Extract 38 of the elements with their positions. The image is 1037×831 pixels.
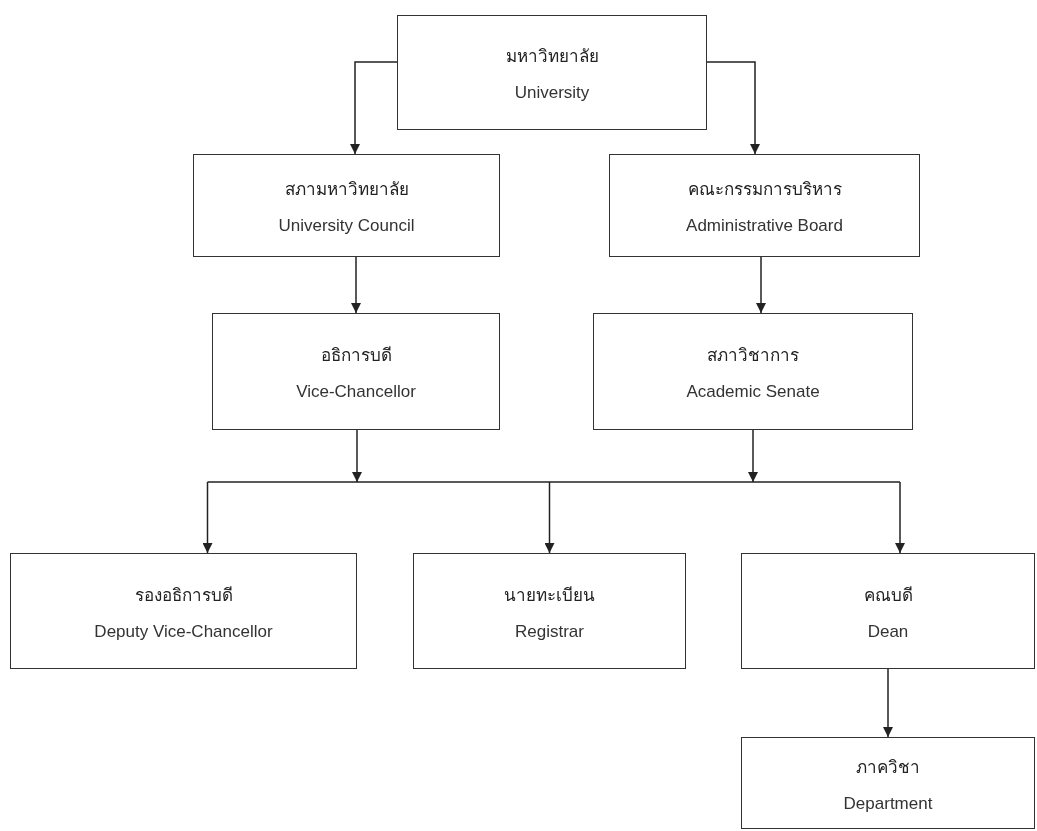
org-box <box>741 737 1035 829</box>
unit-name-thai: สภาวิชาการ <box>707 344 799 367</box>
unit-name-english: Dean <box>867 621 909 642</box>
unit-name-english: Deputy Vice-Chancellor <box>94 621 273 642</box>
arrow <box>202 481 213 554</box>
arrow <box>351 256 361 314</box>
arrow <box>350 61 398 155</box>
unit-name-thai: รองอธิการบดี <box>134 583 233 607</box>
org-box <box>10 553 357 669</box>
arrow <box>883 668 893 738</box>
arrow <box>544 481 555 554</box>
unit-name-thai: นายทะเบียน <box>504 583 595 607</box>
unit-name-english: Registrar <box>515 621 584 642</box>
unit-name-thai: คณะกรรมการบริหาร <box>687 178 842 201</box>
arrow <box>706 61 760 155</box>
org-box <box>193 154 500 257</box>
unit-name-thai: สภามหาวิทยาลัย <box>284 178 409 201</box>
unit-name-thai: อธิการบดี <box>320 344 392 367</box>
org-box <box>397 15 707 130</box>
unit-name-english: Department <box>843 793 933 814</box>
arrow <box>352 429 362 483</box>
org-box <box>609 154 920 257</box>
unit-name-english: Academic Senate <box>686 382 820 402</box>
org-box <box>593 313 913 430</box>
org-box <box>212 313 500 430</box>
unit-name-english: Administrative Board <box>686 216 843 236</box>
unit-name-thai: มหาวิทยาลัย <box>505 45 599 68</box>
arrow <box>756 256 766 314</box>
connector-line <box>206 481 901 483</box>
arrow <box>895 481 905 554</box>
unit-name-thai: ภาควิชา <box>856 755 920 779</box>
unit-name-english: Vice-Chancellor <box>296 382 416 402</box>
arrow <box>748 429 758 483</box>
unit-name-english: University Council <box>278 216 415 236</box>
org-box <box>413 553 686 669</box>
org-box <box>741 553 1035 669</box>
unit-name-english: University <box>514 83 590 103</box>
unit-name-thai: คณบดี <box>863 583 913 607</box>
